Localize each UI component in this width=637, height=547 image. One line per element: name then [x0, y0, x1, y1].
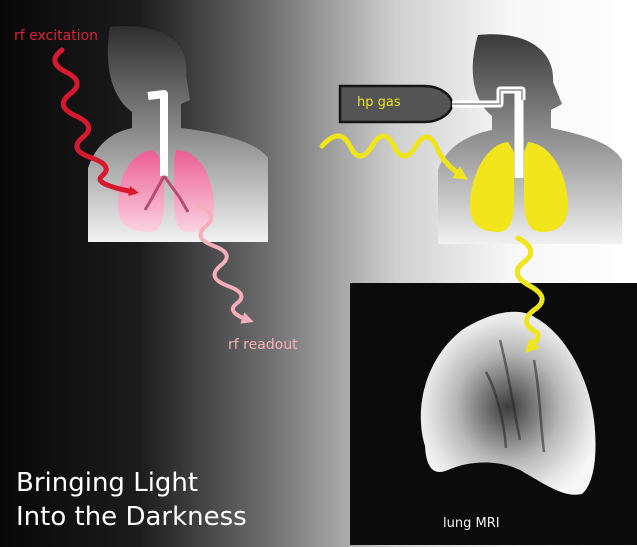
lung-mri-image — [350, 283, 637, 545]
title-line-2: Into the Darkness — [16, 500, 247, 534]
rf-excitation-label: rf excitation — [14, 28, 98, 44]
hp-gas-label: hp gas — [357, 95, 401, 110]
lung-mri-label: lung MRI — [443, 516, 500, 531]
diagram-title: Bringing Light Into the Darkness — [16, 466, 247, 534]
title-line-1: Bringing Light — [16, 466, 247, 500]
rf-readout-label: rf readout — [228, 337, 298, 353]
